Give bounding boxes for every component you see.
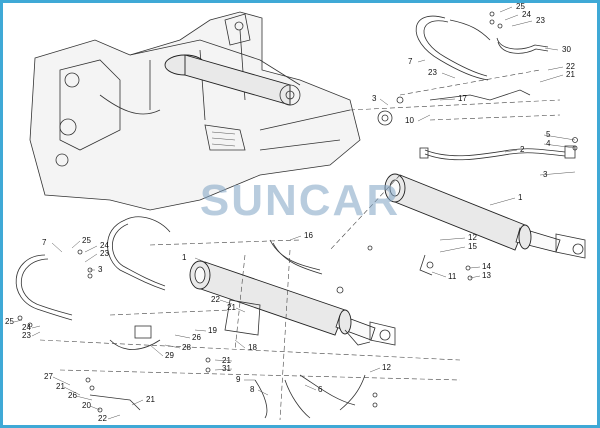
callout-label: 15 [468,242,477,251]
callout-label: 25 [5,317,14,326]
callout-label: 2 [520,145,525,154]
callout-label: 27 [44,372,53,381]
callout-label: 13 [482,271,491,280]
upper-hose-assembly [415,11,549,81]
callout-label: 12 [382,363,391,372]
callout-label: 21 [56,382,65,391]
callout-label: 22 [566,62,575,71]
loader-frame [29,11,361,211]
callout-label: 5 [546,130,551,139]
lower-hose-assembly [15,216,461,421]
callout-label: 26 [68,391,77,400]
fittings [17,96,578,413]
callout-label: 23 [536,16,545,25]
callout-label: 4 [546,139,551,148]
callout-label: 21 [566,70,575,79]
callout-label: 25 [516,2,525,11]
callout-label: 24 [100,241,109,250]
callout-label: 31 [222,364,231,373]
callout-label: 10 [405,116,414,125]
callout-label: 1 [182,253,187,262]
callout-label: 19 [208,326,217,335]
callout-label: 1 [518,193,523,202]
callout-label: 7 [42,238,47,247]
callout-label: 22 [98,414,107,423]
boom-cylinder-upper [329,173,586,259]
callout-label: 25 [82,236,91,245]
callout-label: 22 [211,295,220,304]
callout-label: 24 [22,323,31,332]
callout-label: 26 [192,333,201,342]
callout-label: 21 [227,303,236,312]
callout-label: 14 [482,262,491,271]
callout-label: 24 [522,10,531,19]
callout-label: 9 [236,375,241,384]
callout-label: 8 [250,385,255,394]
callout-label: 16 [304,231,313,240]
callout-label: 18 [248,343,257,352]
callout-label: 6 [318,385,323,394]
callout-label: 3 [98,265,103,274]
callout-label: 7 [408,57,413,66]
callout-label: 23 [22,331,31,340]
callout-label: 3 [372,94,377,103]
callout-label: 28 [182,343,191,352]
callout-label: 23 [428,68,437,77]
callout-label: 21 [146,395,155,404]
callout-label: 23 [100,249,109,258]
leader-lines [13,6,576,420]
callout-label: 17 [458,94,467,103]
pipe-and-brackets-upper [349,69,576,161]
boom-cylinder-lower [189,260,396,346]
watermark-text: SUNCAR [200,176,400,225]
callout-label: 30 [562,45,571,54]
callout-label: 11 [448,272,457,281]
callout-label: 12 [468,233,477,242]
callout-label: 20 [82,401,91,410]
callout-label: 29 [165,351,174,360]
